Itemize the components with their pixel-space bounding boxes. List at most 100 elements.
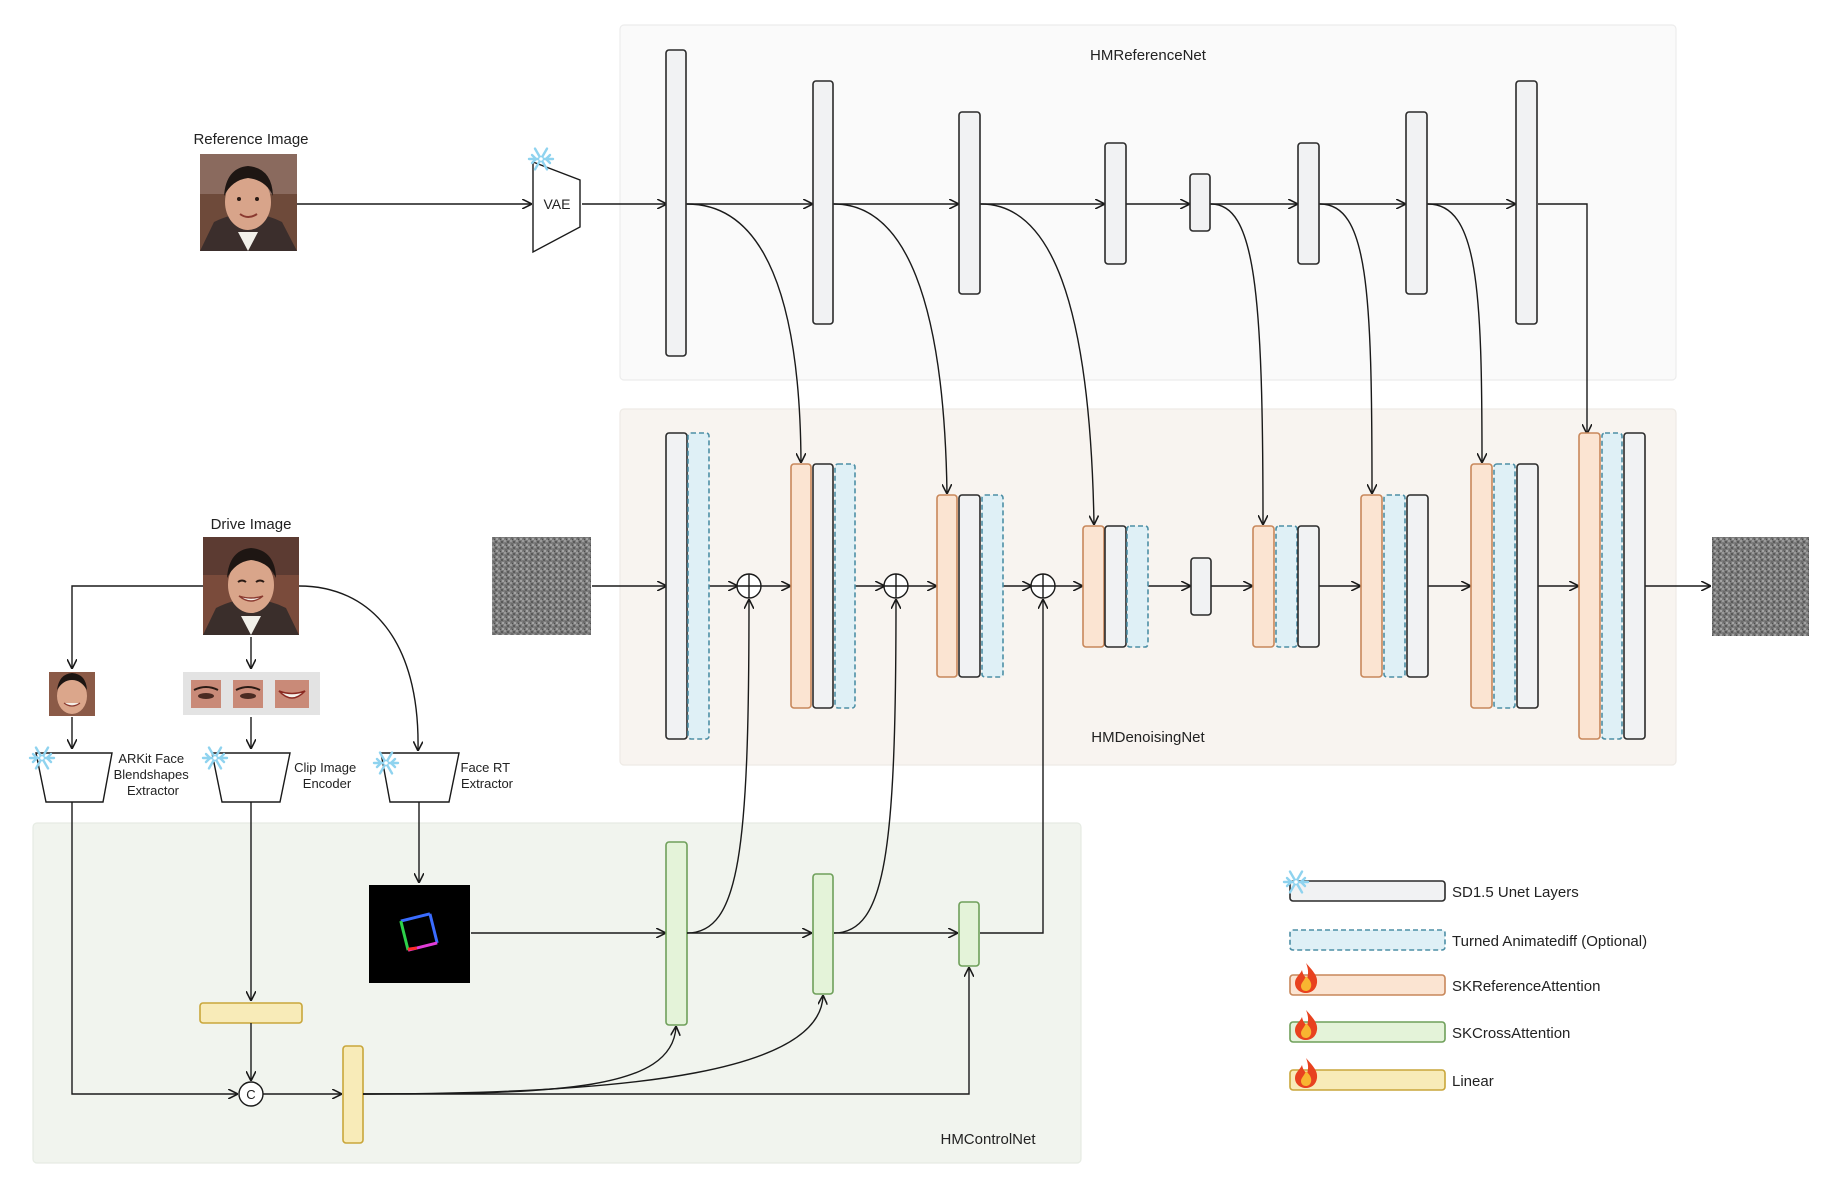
ref-block-6 (1297, 142, 1320, 265)
den-sd-block (1297, 525, 1320, 648)
ref-block-1 (665, 49, 687, 357)
ref-attn-arrow-7 (1538, 203, 1587, 433)
drive-image-label: Drive Image (211, 516, 292, 533)
legend-label: SD1.5 Unet Layers (1452, 884, 1579, 901)
facert-label-line2: Extractor (461, 776, 514, 791)
ref-attn-arrow-4 (1210, 203, 1263, 524)
facial-parts-crops (183, 672, 320, 715)
flame-icon (1295, 1010, 1318, 1040)
den-skref-block (1578, 432, 1601, 740)
den-skref-block (1252, 525, 1275, 648)
den-animdiff-block (1383, 494, 1406, 678)
clip-label-line1: Clip Image (294, 760, 356, 775)
ref-block-2 (812, 80, 834, 325)
ctrl-to-add-1-arrow (686, 600, 749, 934)
facert-label-line1: Face RT (461, 760, 511, 775)
concat-node: C (238, 1081, 264, 1107)
reference-image (200, 154, 297, 251)
clip-label-line2: Encoder (303, 776, 352, 791)
noise-output (1712, 537, 1809, 636)
clip-image-encoder: Clip Image Encoder (211, 752, 360, 803)
legend-item-animdiff: Turned Animatediff (Optional) (1289, 929, 1647, 951)
control-net-region (32, 822, 1082, 1164)
den-animdiff-block (1126, 525, 1149, 648)
vae-label: VAE (544, 196, 571, 212)
drive-image (203, 537, 299, 635)
den-animdiff-block (834, 463, 856, 709)
concat-label: C (246, 1087, 255, 1102)
flame-icon (1295, 963, 1318, 993)
den-sd-block (1623, 432, 1646, 740)
denoising-net-label: HMDenoisingNet (1091, 729, 1205, 746)
head-pose-image (369, 885, 470, 983)
ref-attn-arrow-2 (833, 203, 947, 493)
ref-block-8 (1515, 80, 1538, 325)
ctrl-skcross-block-1 (665, 841, 688, 1026)
face-crop-image (49, 672, 95, 716)
svg-text:Clip Image Encoder: Clip Image Encoder (294, 760, 360, 791)
den-animdiff-block (687, 432, 710, 740)
arkit-label-line2: Blendshapes (114, 767, 190, 782)
den-sd-block (958, 494, 981, 678)
arkit-label-line3: Extractor (127, 783, 180, 798)
ref-attn-arrow-3 (980, 203, 1094, 524)
reference-net-label: HMReferenceNet (1090, 47, 1207, 64)
drive-to-face-crop-arrow (72, 585, 203, 668)
reference-net-blocks (665, 49, 1538, 357)
den-animdiff-block (1601, 432, 1623, 740)
legend: SD1.5 Unet Layers Turned Animatediff (Op… (1282, 870, 1647, 1091)
ctrl-skcross-block-3 (958, 901, 980, 967)
ref-block-3 (958, 111, 981, 295)
control-net-blocks (665, 841, 980, 1026)
svg-text:Face RT Extractor: Face RT Extractor (461, 760, 514, 791)
clip-linear-block (199, 1002, 303, 1024)
legend-item-sd15: SD1.5 Unet Layers (1282, 870, 1579, 902)
eye-crop-right (233, 680, 263, 708)
ctrl-to-add-2-arrow (833, 600, 896, 934)
den-animdiff-block (1275, 525, 1298, 648)
arkit-to-concat-arrow (71, 802, 237, 1094)
svg-text:ARKit Face Blendshapes: ARKit Face Blendshapes Extractor (114, 751, 193, 798)
den-mid-block (1190, 557, 1212, 616)
den-sd-block (665, 432, 688, 740)
arkit-extractor: ARKit Face Blendshapes Extractor (35, 751, 193, 803)
ctrl-to-add-3-arrow (980, 600, 1043, 934)
denoising-net-blocks (665, 432, 1646, 740)
den-sd-block (812, 463, 834, 709)
legend-label: SKCrossAttention (1452, 1025, 1570, 1042)
den-sd-block (1516, 463, 1539, 709)
add-node-2 (883, 573, 909, 599)
legend-item-skcross: SKCrossAttention (1289, 1010, 1570, 1043)
add-node-3 (1030, 573, 1056, 599)
legend-item-skref: SKReferenceAttention (1289, 963, 1600, 996)
arkit-label-line1: ARKit Face (118, 751, 184, 766)
reference-image-label: Reference Image (193, 131, 308, 148)
linear-to-ctrl-3-arrow (363, 968, 969, 1095)
legend-item-linear: Linear (1289, 1058, 1494, 1091)
den-skref-block (1360, 494, 1383, 678)
add-node-1 (736, 573, 762, 599)
den-animdiff-block (981, 494, 1004, 678)
den-skref-block (1082, 525, 1105, 648)
vae-encoder: VAE (532, 160, 581, 254)
den-skref-block (790, 463, 812, 709)
mouth-crop (275, 680, 309, 708)
ref-attn-arrow-6 (1427, 203, 1482, 462)
legend-label: SKReferenceAttention (1452, 978, 1600, 995)
face-rt-extractor: Face RT Extractor (380, 752, 514, 803)
den-animdiff-block (1493, 463, 1516, 709)
ref-attn-arrow-5 (1319, 203, 1372, 493)
ref-block-5 (1189, 173, 1211, 232)
add-nodes (736, 573, 1056, 599)
den-sd-block (1104, 525, 1127, 648)
control-linear-block (342, 1045, 364, 1144)
legend-label: Turned Animatediff (Optional) (1452, 933, 1647, 950)
den-skref-block (1470, 463, 1493, 709)
linear-to-ctrl-2-arrow (362, 996, 823, 1095)
control-net-label: HMControlNet (940, 1131, 1036, 1148)
ref-attn-arrow-1 (686, 203, 801, 462)
den-skref-block (936, 494, 958, 678)
ctrl-skcross-block-2 (812, 873, 834, 995)
noise-input (492, 537, 591, 635)
drive-to-facert-arrow (298, 585, 418, 750)
